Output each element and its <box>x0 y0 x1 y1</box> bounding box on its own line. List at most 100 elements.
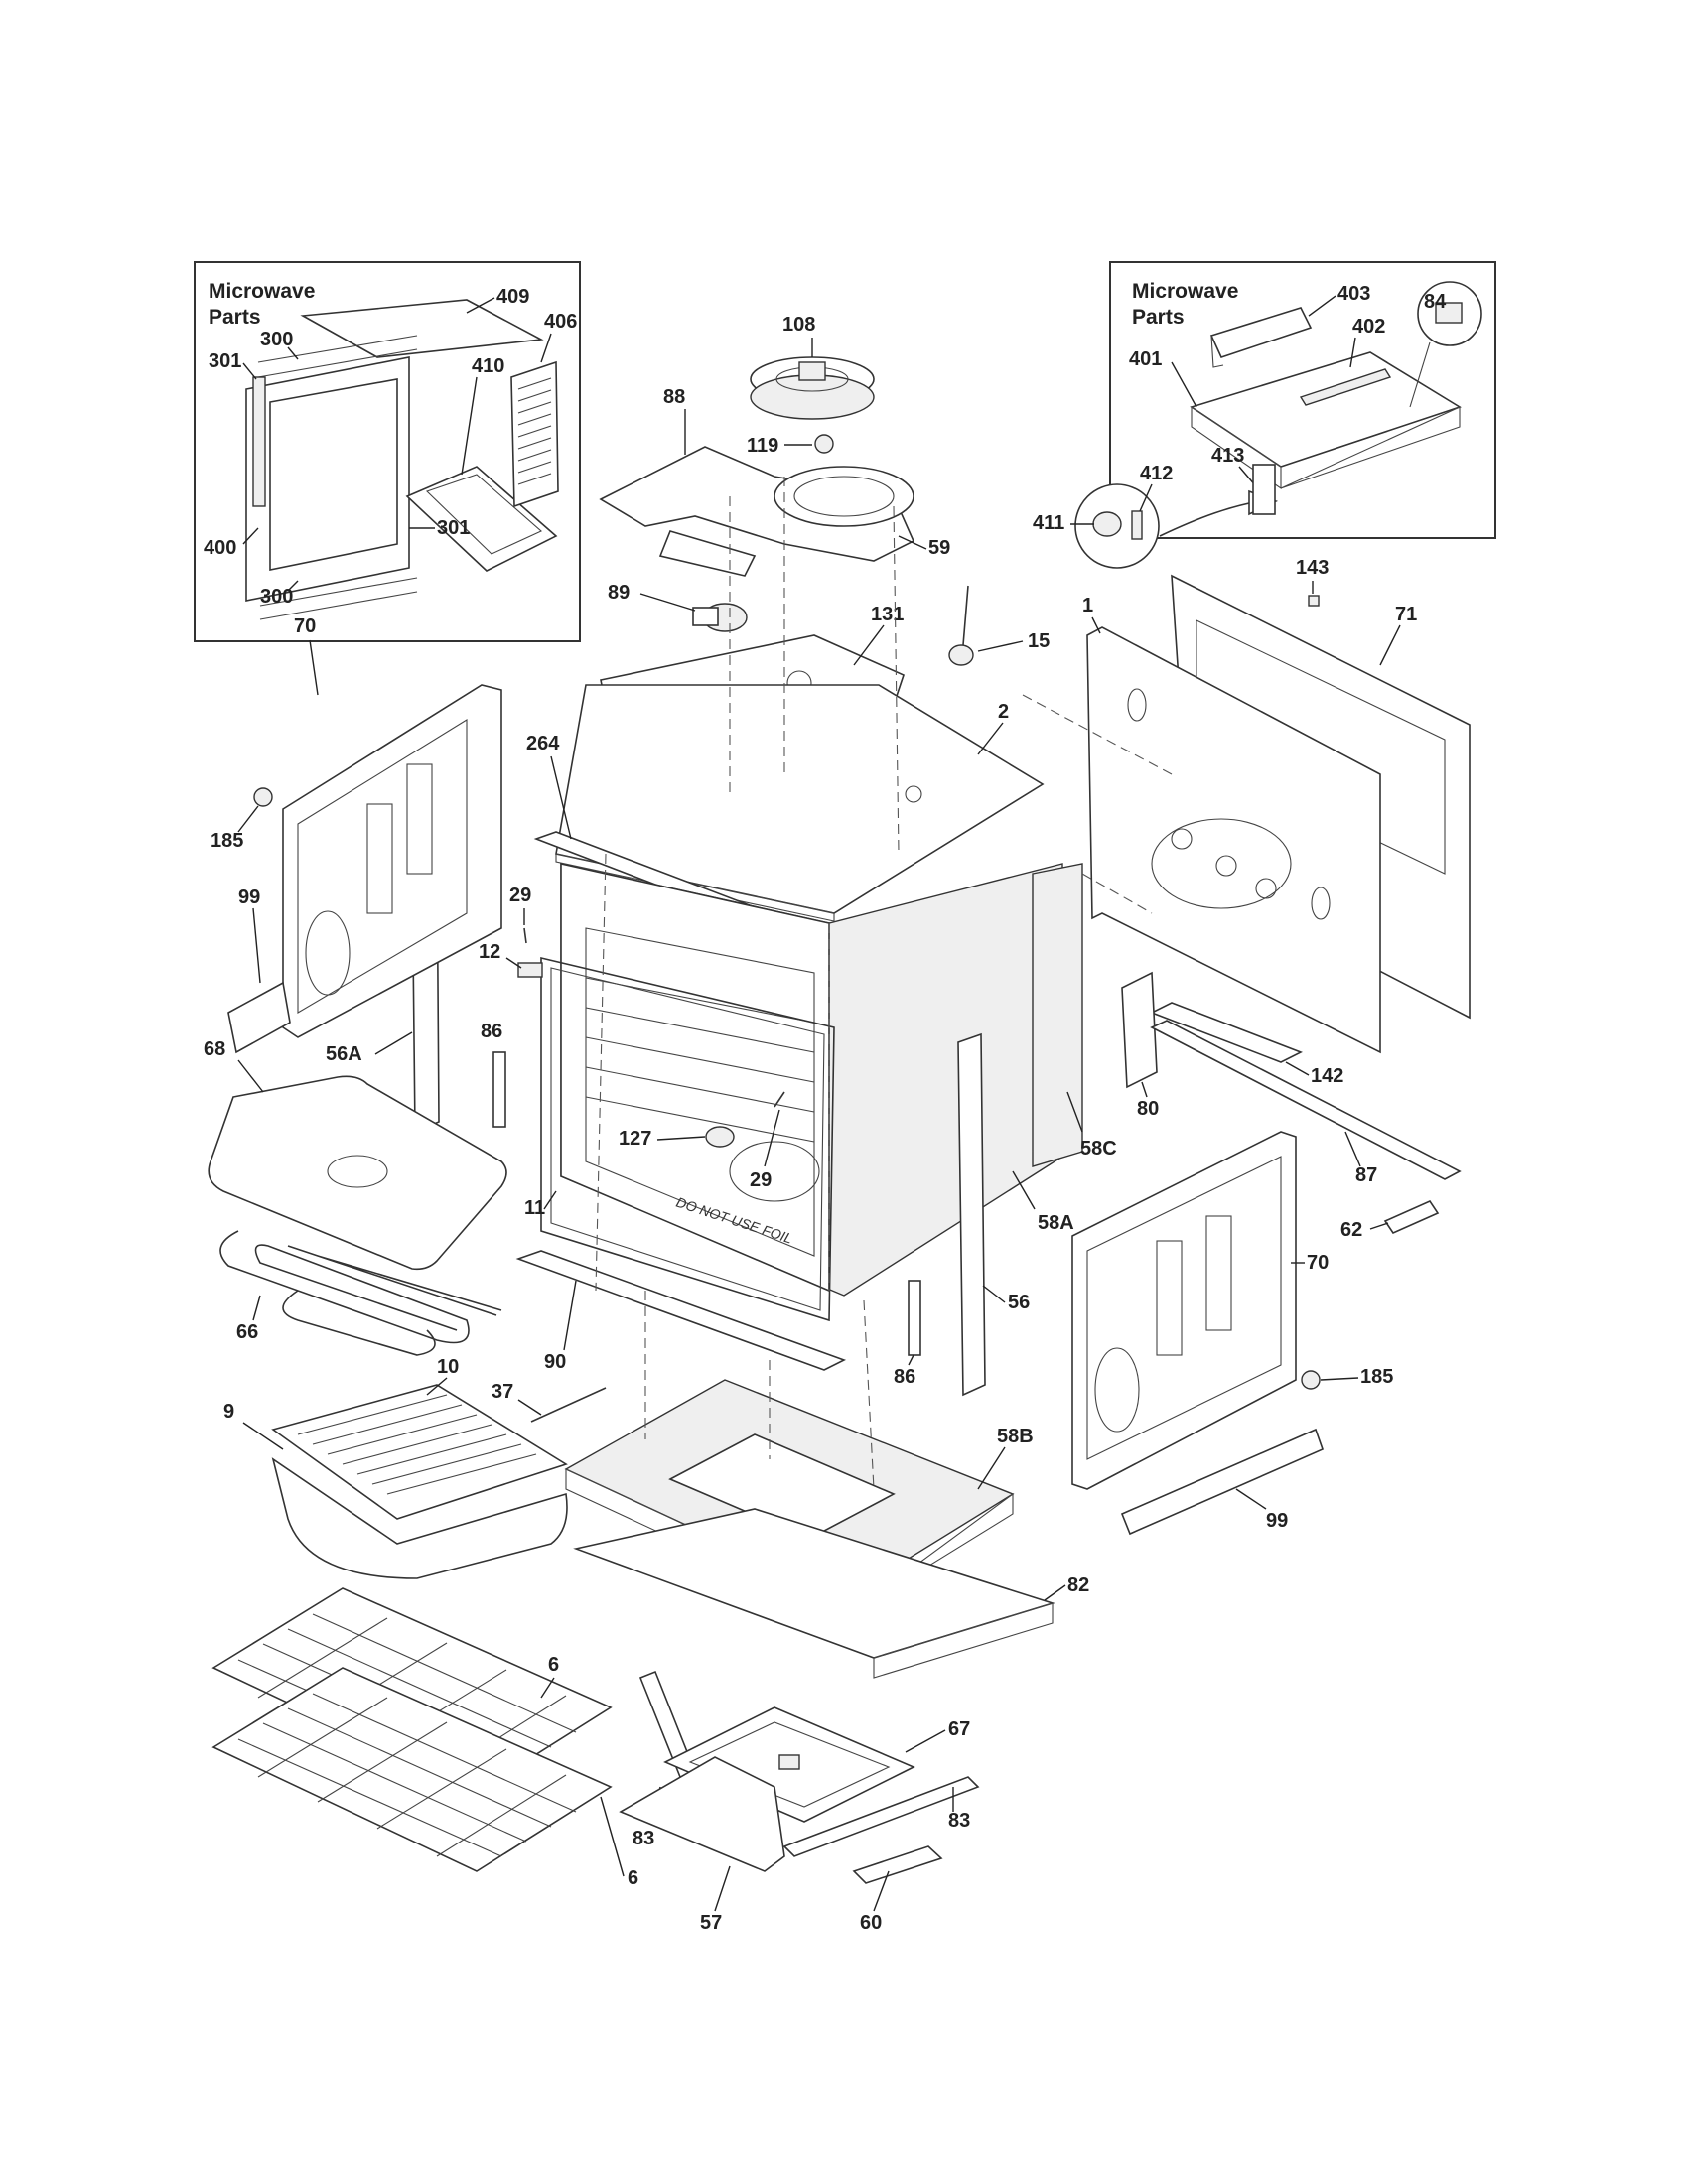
label-89: 89 <box>608 582 630 604</box>
clip-143: 143 <box>1296 557 1329 607</box>
label-264: 264 <box>526 733 560 754</box>
duct-88 <box>599 446 915 562</box>
label-99-right: 99 <box>1266 1510 1288 1532</box>
thermal-fuse-411 <box>1092 511 1122 537</box>
label-86-right: 86 <box>894 1366 915 1388</box>
screws-29: 29 29 <box>509 885 785 1191</box>
side-panel-70-left: 70 <box>282 615 502 1038</box>
label-6-upper: 6 <box>548 1654 559 1676</box>
switch-bracket-80: 80 <box>1121 971 1159 1120</box>
label-412: 412 <box>1140 463 1173 484</box>
label-401: 401 <box>1129 348 1162 370</box>
bracket-99-right: 99 <box>1120 1428 1324 1536</box>
label-12: 12 <box>479 941 500 963</box>
bake-element-66: 66 <box>219 1230 502 1356</box>
label-37: 37 <box>492 1381 513 1403</box>
label-185-left: 185 <box>211 830 243 852</box>
label-87: 87 <box>1355 1164 1377 1186</box>
label-10: 10 <box>437 1356 459 1378</box>
latch-12: 12 <box>479 941 543 978</box>
label-90: 90 <box>544 1351 566 1373</box>
label-70-left: 70 <box>294 615 316 637</box>
label-301-bottom: 301 <box>437 517 470 539</box>
top-panel-409 <box>300 299 544 358</box>
label-15: 15 <box>1028 630 1050 652</box>
label-82: 82 <box>1067 1574 1089 1596</box>
label-58C: 58C <box>1080 1138 1117 1160</box>
label-83-left: 83 <box>633 1828 654 1849</box>
label-301-top: 301 <box>209 350 241 372</box>
label-71: 71 <box>1395 604 1417 625</box>
label-83-right: 83 <box>948 1810 970 1832</box>
rail-87: 87 <box>1150 1020 1462 1186</box>
label-2: 2 <box>998 701 1009 723</box>
label-185-right: 185 <box>1360 1366 1393 1388</box>
bracket-99-left: 99 <box>227 887 291 1054</box>
broiler-pan-10-9: 10 9 <box>223 1356 568 1579</box>
bottom-panel-57: 57 <box>619 1756 785 1934</box>
tray-410 <box>405 466 558 572</box>
switch-84 <box>1435 302 1463 324</box>
blower-housing-59 <box>774 466 914 527</box>
label-6-lower: 6 <box>628 1867 638 1889</box>
side-trim-56: 56 <box>957 1032 1030 1397</box>
thermal-fuse-412 <box>1131 510 1143 540</box>
label-70-right: 70 <box>1307 1252 1329 1274</box>
rail-60: 60 <box>852 1845 943 1934</box>
door-gasket-11: 11 <box>524 956 835 1322</box>
label-402: 402 <box>1352 316 1385 338</box>
label-119: 119 <box>747 435 778 457</box>
top-panel-2: 2 <box>555 684 1045 922</box>
label-99-left: 99 <box>238 887 260 908</box>
label-68: 68 <box>204 1038 225 1060</box>
label-403: 403 <box>1337 283 1370 305</box>
bottom-tray-82: 82 <box>573 1508 1089 1679</box>
blower-assembly: 108 119 88 59 89 15 <box>599 314 1050 666</box>
label-84: 84 <box>1424 291 1447 313</box>
callout-411-412: 411 412 <box>1033 463 1279 569</box>
bracket-403 <box>1209 307 1313 358</box>
insulation-58B: 58B <box>564 1379 1034 1619</box>
assembly-guide-lines <box>595 477 1173 1490</box>
label-131: 131 <box>871 604 904 625</box>
label-300-top: 300 <box>260 329 293 350</box>
label-1: 1 <box>1082 595 1093 616</box>
label-66: 66 <box>236 1321 258 1343</box>
sensor-15 <box>948 644 974 666</box>
hinge-receiver-86-right: 86 <box>894 1280 921 1388</box>
insulation-58A-58C: 58A 58C <box>1012 863 1117 1234</box>
oven-rack-6-lower: 6 <box>211 1667 638 1889</box>
label-406: 406 <box>544 311 577 333</box>
label-58A: 58A <box>1038 1212 1074 1234</box>
label-300-bottom: 300 <box>260 586 293 608</box>
bracket-142: 142 <box>1150 1002 1343 1087</box>
label-62: 62 <box>1340 1219 1362 1241</box>
inset-right-title-line1: Microwave <box>1132 280 1238 303</box>
label-56: 56 <box>1008 1292 1030 1313</box>
label-29-upper: 29 <box>509 885 531 906</box>
hinge-receiver-86-left: 86 <box>481 1021 506 1128</box>
label-88: 88 <box>663 386 685 408</box>
rail-402 <box>1299 368 1392 406</box>
label-411: 411 <box>1033 512 1064 534</box>
vent-grille-406 <box>510 360 559 508</box>
inset-left-title-line1: Microwave <box>209 280 315 303</box>
inset-left-title-line2: Parts <box>209 306 261 329</box>
side-bracket-301 <box>252 376 266 507</box>
label-143: 143 <box>1296 557 1329 579</box>
probe-37: 37 <box>492 1381 607 1423</box>
label-67: 67 <box>948 1718 970 1740</box>
label-56A: 56A <box>326 1043 362 1065</box>
label-142: 142 <box>1311 1065 1343 1087</box>
slide-83-right: 83 <box>782 1776 980 1857</box>
label-57: 57 <box>700 1912 722 1934</box>
label-86-left: 86 <box>481 1021 502 1042</box>
thermostat-119 <box>814 434 834 454</box>
diffuser-68: 68 <box>204 1038 507 1271</box>
trim-90: 90 <box>515 1250 847 1373</box>
label-29-lower: 29 <box>750 1169 772 1191</box>
label-108: 108 <box>782 314 815 336</box>
label-413: 413 <box>1211 445 1244 467</box>
plug-185-right: 185 <box>1301 1366 1393 1390</box>
